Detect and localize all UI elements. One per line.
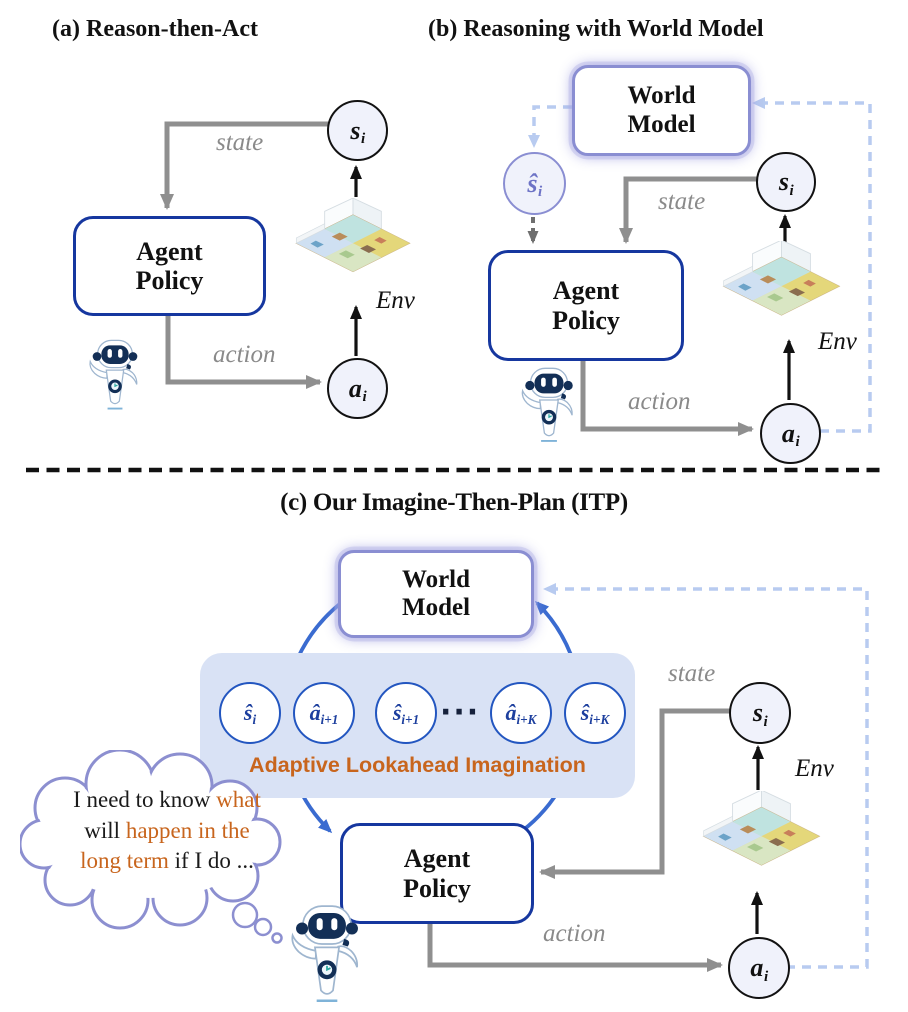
agent-policy-line2: Policy — [135, 266, 204, 295]
robot-icon — [84, 328, 146, 416]
panel-c-title: (c) Our Imagine-Then-Plan (ITP) — [280, 489, 628, 516]
panel-b-title: (b) Reasoning with World Model — [428, 16, 764, 42]
action-subscript: i — [362, 389, 367, 406]
env-house-illustration — [291, 198, 415, 292]
imagined-symbol: â — [309, 700, 321, 725]
panel-a-state-label: state — [216, 129, 264, 156]
panel-a-state-node: si — [327, 100, 388, 161]
b-action-to-wm-dashed — [752, 97, 872, 433]
state-subscript: i — [361, 131, 366, 148]
action-symbol: a — [781, 418, 795, 448]
imagined-state-i-node: ŝi — [219, 682, 281, 744]
b-state-arrow — [619, 176, 757, 244]
thought-bubble — [20, 750, 283, 944]
agent-policy-line1: Agent — [552, 276, 620, 306]
imagined-subscript: i+K — [589, 712, 610, 728]
imagined-state-i1-node: ŝi+1 — [375, 682, 437, 744]
panel-c-env-label: Env — [795, 755, 834, 782]
imagined-subscript: i+1 — [320, 712, 339, 728]
panel-b-world-model-box: World Model — [572, 65, 751, 156]
imagined-subscript: i — [252, 712, 257, 728]
c-state-arrow — [539, 708, 730, 879]
imagined-subscript: i+1 — [401, 712, 420, 728]
panel-b-action-node: ai — [760, 403, 821, 464]
env-house-illustration — [698, 791, 825, 885]
panel-a-action-label: action — [213, 341, 276, 368]
panel-a-env-label: Env — [376, 287, 415, 314]
panel-b-imagined-state-node: ŝi — [503, 152, 566, 215]
ellipsis: ··· — [440, 695, 481, 730]
action-symbol: a — [750, 953, 764, 982]
world-model-line1: World — [401, 565, 471, 593]
panel-a-agent-policy-box: Agent Policy — [73, 216, 266, 316]
imagination-label: Adaptive Lookahead Imagination — [249, 753, 586, 777]
thought-line2-black: will — [84, 817, 126, 843]
imagined-state-symbol: ŝ — [527, 168, 538, 198]
agent-policy-line2: Policy — [403, 873, 471, 903]
env-house-illustration — [718, 241, 845, 335]
world-model-line2: Model — [627, 110, 696, 138]
imagined-subscript: i+K — [516, 712, 537, 728]
panel-b-state-label: state — [658, 188, 706, 215]
panel-c-state-node: si — [729, 682, 791, 744]
action-symbol: a — [348, 373, 362, 403]
panel-b-agent-policy-box: Agent Policy — [488, 250, 684, 361]
state-symbol: s — [778, 167, 789, 196]
world-model-line1: World — [627, 82, 696, 110]
action-subscript: i — [795, 434, 800, 451]
world-model-line2: Model — [401, 594, 471, 621]
robot-icon — [516, 356, 582, 448]
imagined-symbol: ŝ — [392, 700, 402, 725]
thought-line3-black: if I do ... — [168, 848, 254, 874]
imagined-symbol: ŝ — [243, 700, 253, 725]
adaptive-lookahead-imagination-box: ŝi âi+1 ŝi+1 ··· âi+K ŝi+K Adaptive Look… — [200, 653, 635, 798]
panel-b-action-label: action — [628, 388, 691, 415]
imagined-symbol: â — [505, 700, 517, 725]
panel-c-world-model-box: World Model — [338, 550, 534, 638]
imagined-state-iK-node: ŝi+K — [564, 682, 626, 744]
thought-trail-bubbles — [231, 901, 283, 944]
state-subscript: i — [789, 182, 794, 199]
a-state-arrow — [160, 121, 330, 210]
agent-policy-line1: Agent — [403, 844, 471, 874]
panel-a-title: (a) Reason-then-Act — [52, 16, 258, 42]
thought-line1-black: I need to know — [73, 787, 217, 812]
action-subscript: i — [763, 968, 769, 985]
panel-c-action-node: ai — [728, 937, 790, 999]
a-action-arrow — [165, 312, 322, 389]
state-subscript: i — [763, 713, 768, 730]
imagined-symbol: ŝ — [580, 700, 590, 725]
imagined-action-iK-node: âi+K — [490, 682, 552, 744]
panel-b-env-label: Env — [818, 328, 857, 355]
thought-text: I need to know what will happen in the l… — [48, 785, 286, 877]
panel-c-state-label: state — [668, 660, 716, 687]
agent-policy-line1: Agent — [136, 236, 203, 266]
imagined-state-subscript: i — [538, 184, 543, 201]
state-symbol: s — [350, 115, 361, 145]
imagined-action-i1-node: âi+1 — [293, 682, 355, 744]
panel-c-agent-policy-box: Agent Policy — [340, 823, 534, 924]
b-wm-to-imagined-state-dashed — [528, 105, 572, 148]
c-action-to-wm-dashed — [543, 583, 869, 969]
agent-policy-line2: Policy — [552, 305, 620, 335]
thought-line2-orange: happen in the — [125, 817, 250, 843]
state-symbol: s — [752, 698, 763, 727]
c-action-arrow — [427, 920, 723, 972]
panel-b-state-node: si — [756, 152, 816, 212]
b-action-arrow — [580, 357, 754, 436]
panel-a-action-node: ai — [327, 358, 388, 419]
panel-c-action-label: action — [543, 920, 606, 947]
thought-line3-orange: long term — [80, 848, 169, 874]
thought-line1-orange: what — [216, 787, 261, 812]
